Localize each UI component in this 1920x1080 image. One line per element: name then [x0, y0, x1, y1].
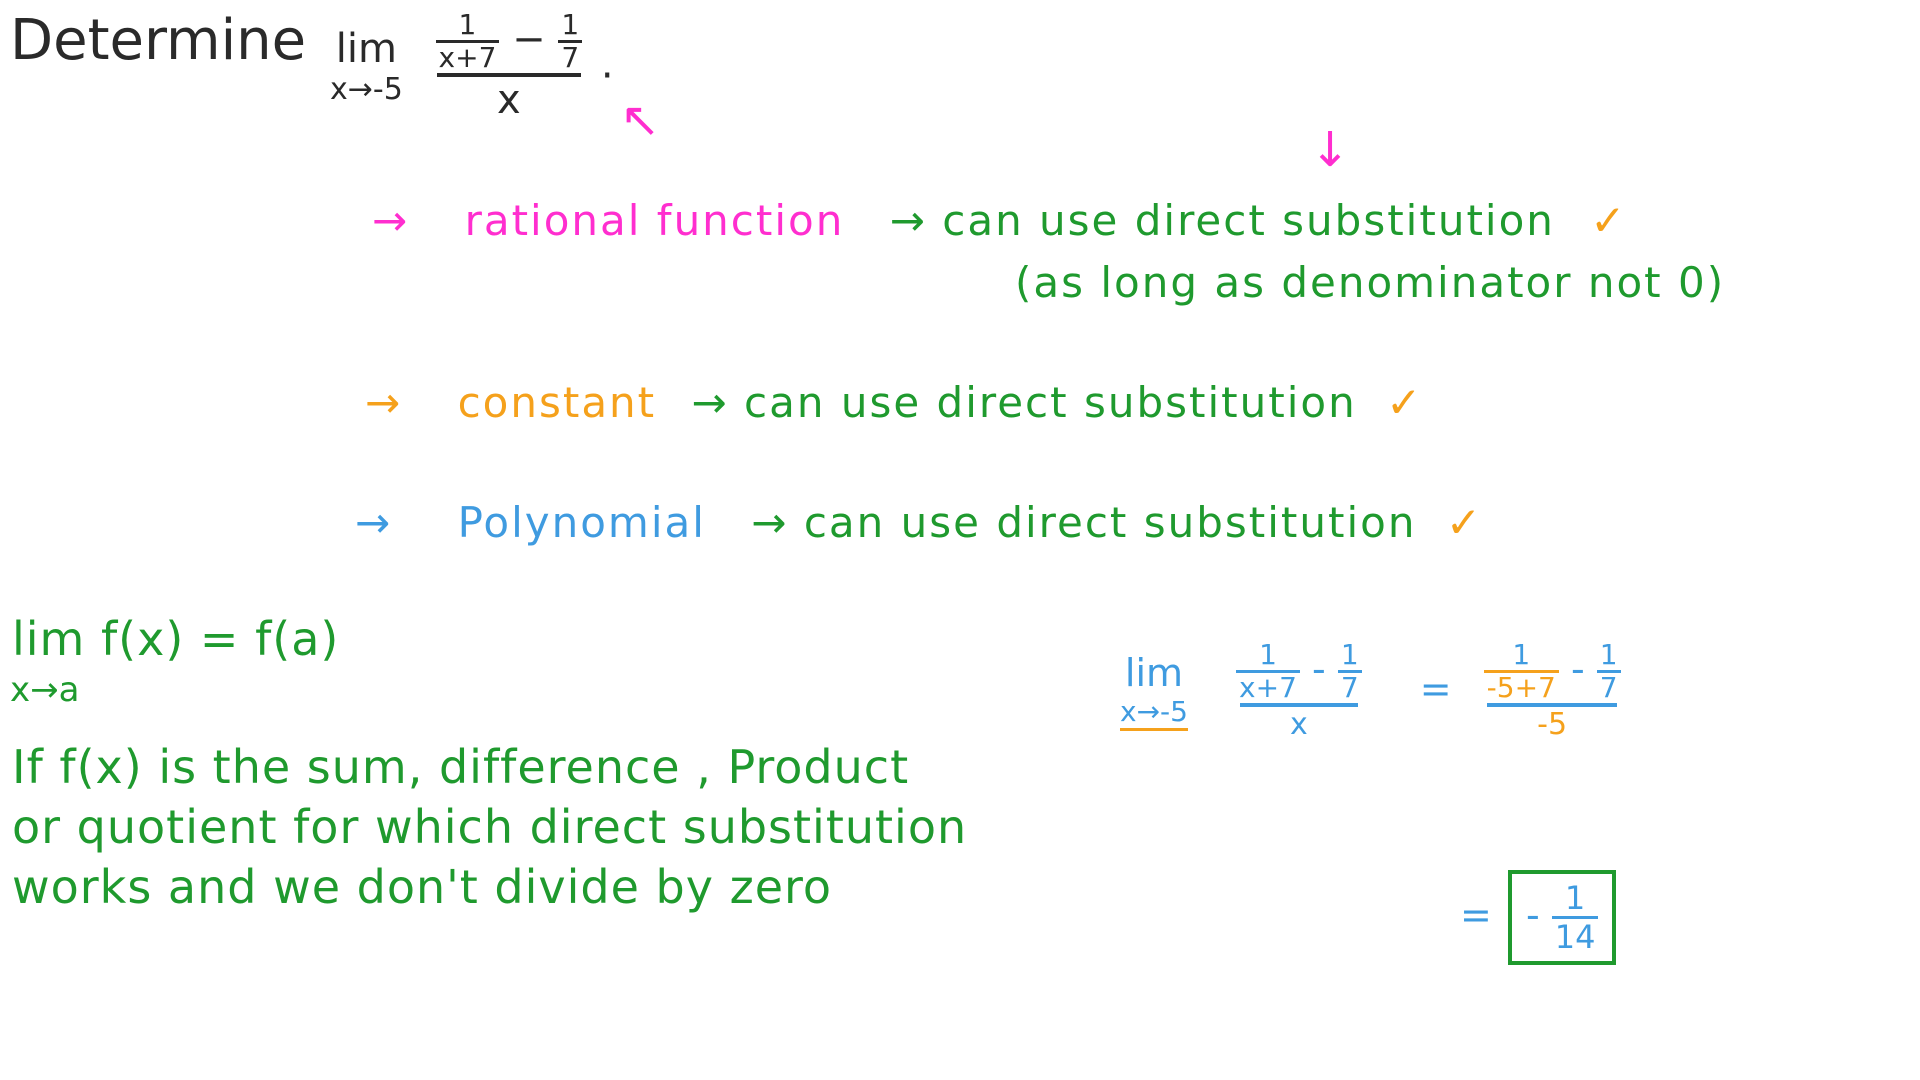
- period: .: [600, 41, 614, 88]
- rule-term: rational function: [464, 196, 845, 245]
- work-limit: lim x→-5: [1120, 651, 1188, 731]
- frac-bottom: -5+7: [1483, 670, 1559, 703]
- frac-bottom: 14: [1551, 916, 1599, 955]
- frac-bottom: x+7: [435, 40, 500, 73]
- frac-bottom: 7: [1596, 670, 1621, 703]
- frac-top: 1: [1512, 638, 1531, 671]
- frac-top: 1: [1564, 879, 1586, 917]
- theorem-line-2: or quotient for which direct substitutio…: [12, 800, 968, 854]
- frac-denominator: -5: [1487, 703, 1618, 742]
- frac-top: 1: [458, 8, 477, 41]
- arrow-up-annotation: ↖: [620, 92, 661, 148]
- limit-operator: lim x→-5: [330, 26, 403, 107]
- equals-sign: =: [1460, 893, 1492, 937]
- arrow-icon: →: [355, 498, 393, 547]
- minus-sign: -: [1570, 647, 1585, 691]
- frac-denominator: x: [1239, 703, 1358, 742]
- rule-result: → can use direct substitution: [751, 498, 1417, 547]
- frac-bottom: x+7: [1236, 670, 1300, 703]
- arrow-down-annotation: ↓: [1310, 122, 1351, 178]
- question-denominator: x: [437, 73, 581, 123]
- lim-subscript: x→-5: [330, 72, 403, 107]
- rule-rational: → rational function → can use direct sub…: [372, 196, 1627, 245]
- check-icon: ✓: [1445, 498, 1484, 547]
- theorem-line-1: If f(x) is the sum, difference , Product: [12, 740, 910, 794]
- theorem-lhs: lim f(x) = f(a): [12, 612, 340, 666]
- frac-top: 1: [1599, 638, 1618, 671]
- check-icon: ✓: [1590, 196, 1628, 245]
- lim-subscript: x→-5: [1120, 695, 1188, 728]
- theorem-subscript: x→a: [10, 670, 80, 710]
- lim-label: lim: [335, 26, 397, 72]
- arrow-icon: →: [365, 378, 403, 427]
- rule-term: Polynomial: [457, 498, 706, 547]
- rule-result: → can use direct substitution: [889, 196, 1555, 245]
- frac-bottom: 7: [1337, 670, 1362, 703]
- equals-sign: =: [1419, 666, 1452, 711]
- check-icon: ✓: [1386, 378, 1424, 427]
- minus-sign: −: [512, 16, 546, 63]
- rule-note: (as long as denominator not 0): [1015, 258, 1726, 307]
- lim-label: lim: [1124, 651, 1184, 695]
- frac-bottom: 7: [558, 40, 583, 73]
- theorem-line-3: works and we don't divide by zero: [12, 860, 833, 914]
- frac-top: 1: [1340, 638, 1359, 671]
- arrow-icon: →: [372, 196, 410, 245]
- rule-term: constant: [457, 378, 657, 427]
- question-prompt: Determine: [10, 8, 307, 73]
- minus-sign: -: [1312, 647, 1326, 691]
- frac-top: 1: [1259, 638, 1277, 671]
- rule-polynomial: → Polynomial → can use direct substituti…: [355, 498, 1483, 547]
- rule-result: → can use direct substitution: [691, 378, 1357, 427]
- frac-top: 1: [561, 8, 580, 41]
- minus-sign: -: [1525, 893, 1540, 937]
- rule-constant: → constant → can use direct substitution…: [365, 378, 1423, 427]
